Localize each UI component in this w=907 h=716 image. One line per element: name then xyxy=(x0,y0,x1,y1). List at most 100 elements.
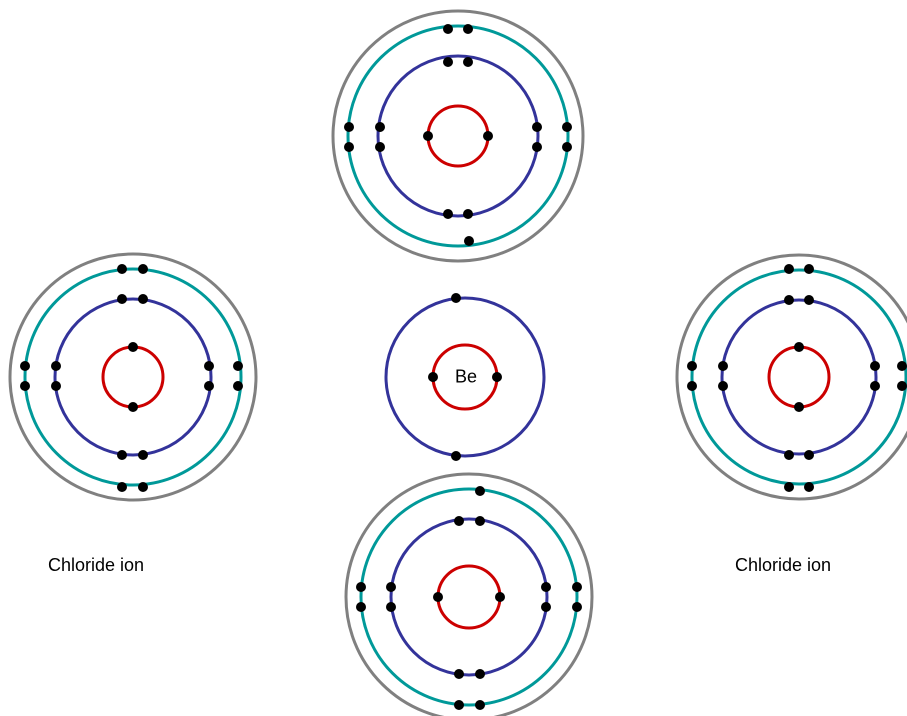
ion-boundary-ring xyxy=(8,252,258,502)
electron xyxy=(475,700,485,710)
electron xyxy=(138,450,148,460)
electron xyxy=(386,582,396,592)
electron xyxy=(804,482,814,492)
electron xyxy=(541,602,551,612)
electron xyxy=(128,402,138,412)
second-shell xyxy=(53,297,213,457)
right-chloride-ion xyxy=(675,253,907,501)
electron xyxy=(20,361,30,371)
transferred-electron xyxy=(897,381,907,391)
electrons xyxy=(344,24,572,246)
electron xyxy=(897,361,907,371)
ion-boundary-ring xyxy=(675,253,907,501)
electron xyxy=(117,294,127,304)
electron xyxy=(117,450,127,460)
first-shell xyxy=(101,345,165,409)
electron xyxy=(718,361,728,371)
first-shell xyxy=(436,564,502,630)
electron xyxy=(495,592,505,602)
electron xyxy=(51,381,61,391)
bottom-chloride-ion xyxy=(344,472,594,716)
electron xyxy=(20,381,30,391)
electron xyxy=(454,669,464,679)
electron xyxy=(804,450,814,460)
second-shell xyxy=(389,517,549,677)
third-shell xyxy=(690,268,907,486)
electron xyxy=(687,381,697,391)
top-chloride-ion xyxy=(331,9,585,263)
electron xyxy=(475,516,485,526)
electron xyxy=(204,381,214,391)
electron xyxy=(443,57,453,67)
ion-boundary-ring xyxy=(331,9,585,263)
electron xyxy=(572,582,582,592)
electron xyxy=(138,294,148,304)
electron xyxy=(443,24,453,34)
first-shell xyxy=(767,345,831,409)
electron xyxy=(454,516,464,526)
beryllium-symbol: Be xyxy=(454,366,478,387)
electron xyxy=(794,402,804,412)
electron xyxy=(117,264,127,274)
ion-boundary-ring xyxy=(344,472,594,716)
transferred-electron xyxy=(475,486,485,496)
electron xyxy=(804,264,814,274)
electron xyxy=(443,209,453,219)
electron xyxy=(433,592,443,602)
transferred-electron xyxy=(464,236,474,246)
third-shell xyxy=(346,24,570,248)
electron xyxy=(204,361,214,371)
electron xyxy=(718,381,728,391)
electron xyxy=(51,361,61,371)
electron xyxy=(463,24,473,34)
third-shell xyxy=(23,267,243,487)
electron xyxy=(784,295,794,305)
electron xyxy=(562,142,572,152)
electron xyxy=(451,451,461,461)
electron xyxy=(572,602,582,612)
electron xyxy=(870,381,880,391)
electron xyxy=(463,209,473,219)
electrons xyxy=(428,293,502,461)
electron xyxy=(344,122,354,132)
electrons xyxy=(687,264,907,492)
electron xyxy=(483,131,493,141)
electron xyxy=(794,342,804,352)
electrons xyxy=(20,264,243,492)
electron xyxy=(463,57,473,67)
electron xyxy=(356,582,366,592)
electron xyxy=(233,361,243,371)
electron xyxy=(492,372,502,382)
electron xyxy=(454,700,464,710)
electron xyxy=(784,264,794,274)
second-shell xyxy=(376,54,540,218)
electron xyxy=(475,669,485,679)
electrons xyxy=(356,486,582,710)
electron xyxy=(870,361,880,371)
electron xyxy=(423,131,433,141)
electron xyxy=(128,342,138,352)
electron xyxy=(375,142,385,152)
electron xyxy=(562,122,572,132)
electron xyxy=(138,264,148,274)
electron xyxy=(532,142,542,152)
electron xyxy=(687,361,697,371)
electron xyxy=(386,602,396,612)
electron xyxy=(784,482,794,492)
left-chloride-ion xyxy=(8,252,258,502)
beryllium-ion xyxy=(384,293,546,461)
electron xyxy=(451,293,461,303)
left-chloride-label: Chloride ion xyxy=(48,555,145,575)
electron xyxy=(375,122,385,132)
second-shell xyxy=(384,296,546,458)
electron xyxy=(356,602,366,612)
electron xyxy=(532,122,542,132)
electron xyxy=(784,450,794,460)
electron xyxy=(138,482,148,492)
first-shell xyxy=(426,104,490,168)
electron xyxy=(117,482,127,492)
electron xyxy=(541,582,551,592)
right-chloride-label: Chloride ion xyxy=(735,555,832,575)
electron xyxy=(233,381,243,391)
